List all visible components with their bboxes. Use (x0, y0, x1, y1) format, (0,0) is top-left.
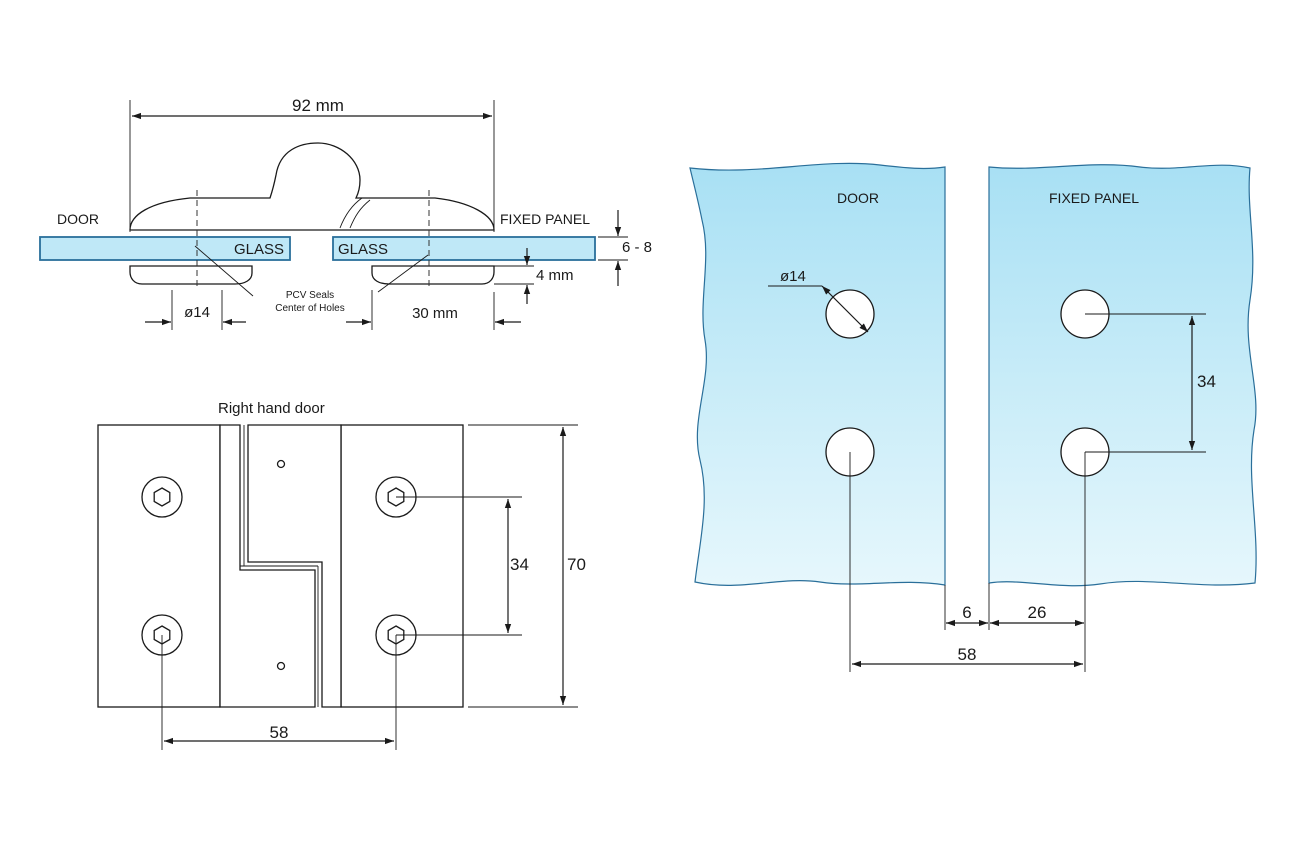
plate-thickness-label: 4 mm (536, 267, 574, 284)
front-hole-spacing-label: 34 (510, 555, 529, 574)
front-height-label: 70 (567, 555, 586, 574)
panel-door-label: DOOR (837, 190, 879, 206)
bottom-plate-left (129, 265, 253, 285)
hole-offset-label: 30 mm (412, 305, 458, 322)
side-view: 92 mm GLASS GLASS DOOR FIXED PANEL 6 - 8… (39, 96, 652, 330)
front-view: Right hand door (97, 400, 586, 750)
panel-hole-diameter-label: ø14 (780, 268, 806, 285)
hinge-knuckle (219, 424, 316, 708)
hinge-plate-left (97, 424, 221, 708)
hinge-plate-right (340, 424, 464, 708)
overall-width-label: 92 mm (292, 96, 344, 115)
glass-left-label: GLASS (234, 241, 284, 258)
fixed-glass-panel (988, 164, 1257, 587)
side-fixed-panel-label: FIXED PANEL (500, 211, 590, 227)
glass-thickness-label: 6 - 8 (622, 239, 652, 256)
side-hole-diameter-label: ø14 (184, 304, 210, 321)
screw-left-top (141, 476, 183, 518)
panel-edge-offset-label: 26 (1028, 603, 1047, 622)
bottom-plate-right (371, 265, 495, 285)
panel-gap-label: 6 (962, 603, 971, 622)
glass-right-label: GLASS (338, 241, 388, 258)
pin-top (276, 459, 286, 469)
note-pcv-seals: PCV Seals (286, 290, 334, 301)
door-glass-panel (689, 162, 946, 586)
glass-left (39, 236, 291, 261)
front-hole-distance-label: 58 (270, 723, 289, 742)
note-center-of-holes: Center of Holes (275, 303, 344, 314)
panel-fixed-panel-label: FIXED PANEL (1049, 190, 1139, 206)
glass-right (332, 236, 596, 261)
panel-hole-spacing-label: 34 (1197, 372, 1216, 391)
front-view-title: Right hand door (218, 400, 325, 417)
hinge-body-top (129, 142, 495, 231)
panel-hole-distance-label: 58 (958, 645, 977, 664)
pin-bottom (276, 661, 286, 671)
side-door-label: DOOR (57, 211, 99, 227)
panel-view: DOOR FIXED PANEL ø14 34 6 26 58 (689, 162, 1257, 672)
